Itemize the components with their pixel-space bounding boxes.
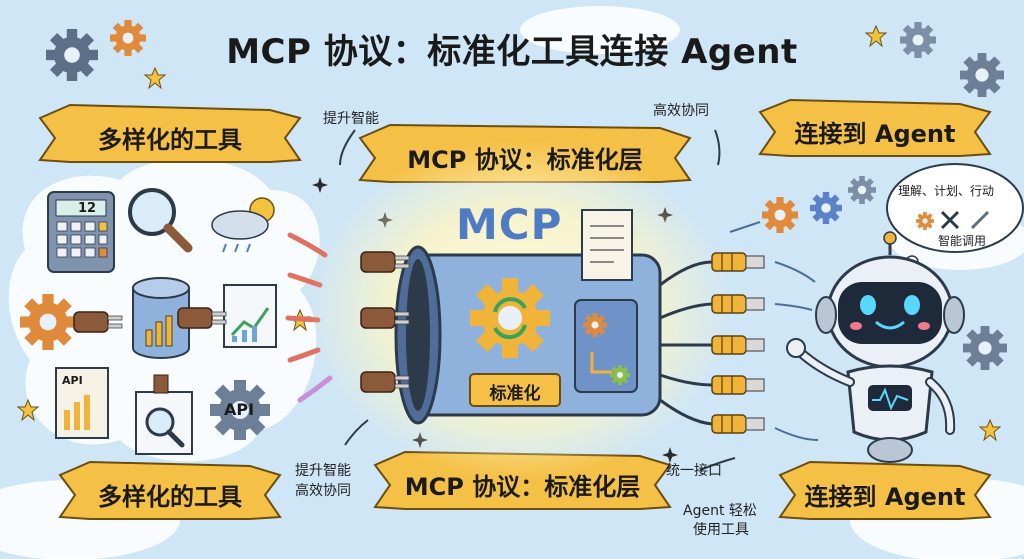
- banner-mcp-top: MCP 协议：标准化层: [407, 146, 643, 174]
- note-agent-easy: Agent 轻松: [683, 503, 757, 519]
- star-icon: [979, 419, 1001, 441]
- gear-icon: [762, 197, 798, 233]
- note-boost-bottom: 提升智能: [295, 463, 351, 479]
- api-doc-label: API: [62, 374, 83, 387]
- search-document-icon: [135, 374, 193, 455]
- calculator-display: 12: [78, 201, 97, 216]
- banner-agent-bottom: 连接到 Agent: [804, 483, 966, 511]
- note-use-tools: 使用工具: [693, 522, 749, 538]
- banner-mcp-bottom: MCP 协议：标准化层: [404, 473, 641, 501]
- hub-label: MCP: [456, 200, 563, 249]
- calculator-icon: [47, 191, 115, 273]
- arrow-icon: [339, 129, 736, 471]
- scroll-icon: [581, 209, 633, 281]
- weather-icon: [211, 197, 275, 253]
- gear-icon: [963, 326, 1007, 370]
- banner-tools-top: 多样化的工具: [98, 126, 242, 154]
- cable-lines: [659, 260, 713, 426]
- banner-tools-bottom: 多样化的工具: [98, 483, 242, 511]
- gear-icon: [810, 192, 842, 224]
- banner-agent-top: 连接到 Agent: [794, 120, 956, 148]
- note-unified-interface: 统一接口: [666, 463, 722, 479]
- chart-document-icon: [177, 284, 277, 348]
- api-gear-label: API: [224, 400, 255, 419]
- database-icon: [132, 277, 190, 359]
- thought-line-2: 智能调用: [938, 234, 987, 248]
- arrow-icon: [729, 221, 819, 441]
- note-boost-top: 提升智能: [323, 111, 379, 127]
- robot-agent: [786, 231, 965, 463]
- mcp-hub: [394, 245, 662, 425]
- page-title: MCP 协议：标准化工具连接 Agent: [226, 32, 798, 72]
- thought-line-1: 理解、计划、行动: [898, 184, 995, 198]
- sparkle-icon: [312, 177, 328, 193]
- note-collab-top: 高效协同: [653, 103, 709, 119]
- note-collab-bottom: 高效协同: [295, 483, 351, 499]
- api-document-icon: [55, 367, 109, 439]
- magnifier-icon: [128, 188, 193, 253]
- hub-badge: 标准化: [489, 384, 541, 404]
- gear-icon: [848, 176, 876, 204]
